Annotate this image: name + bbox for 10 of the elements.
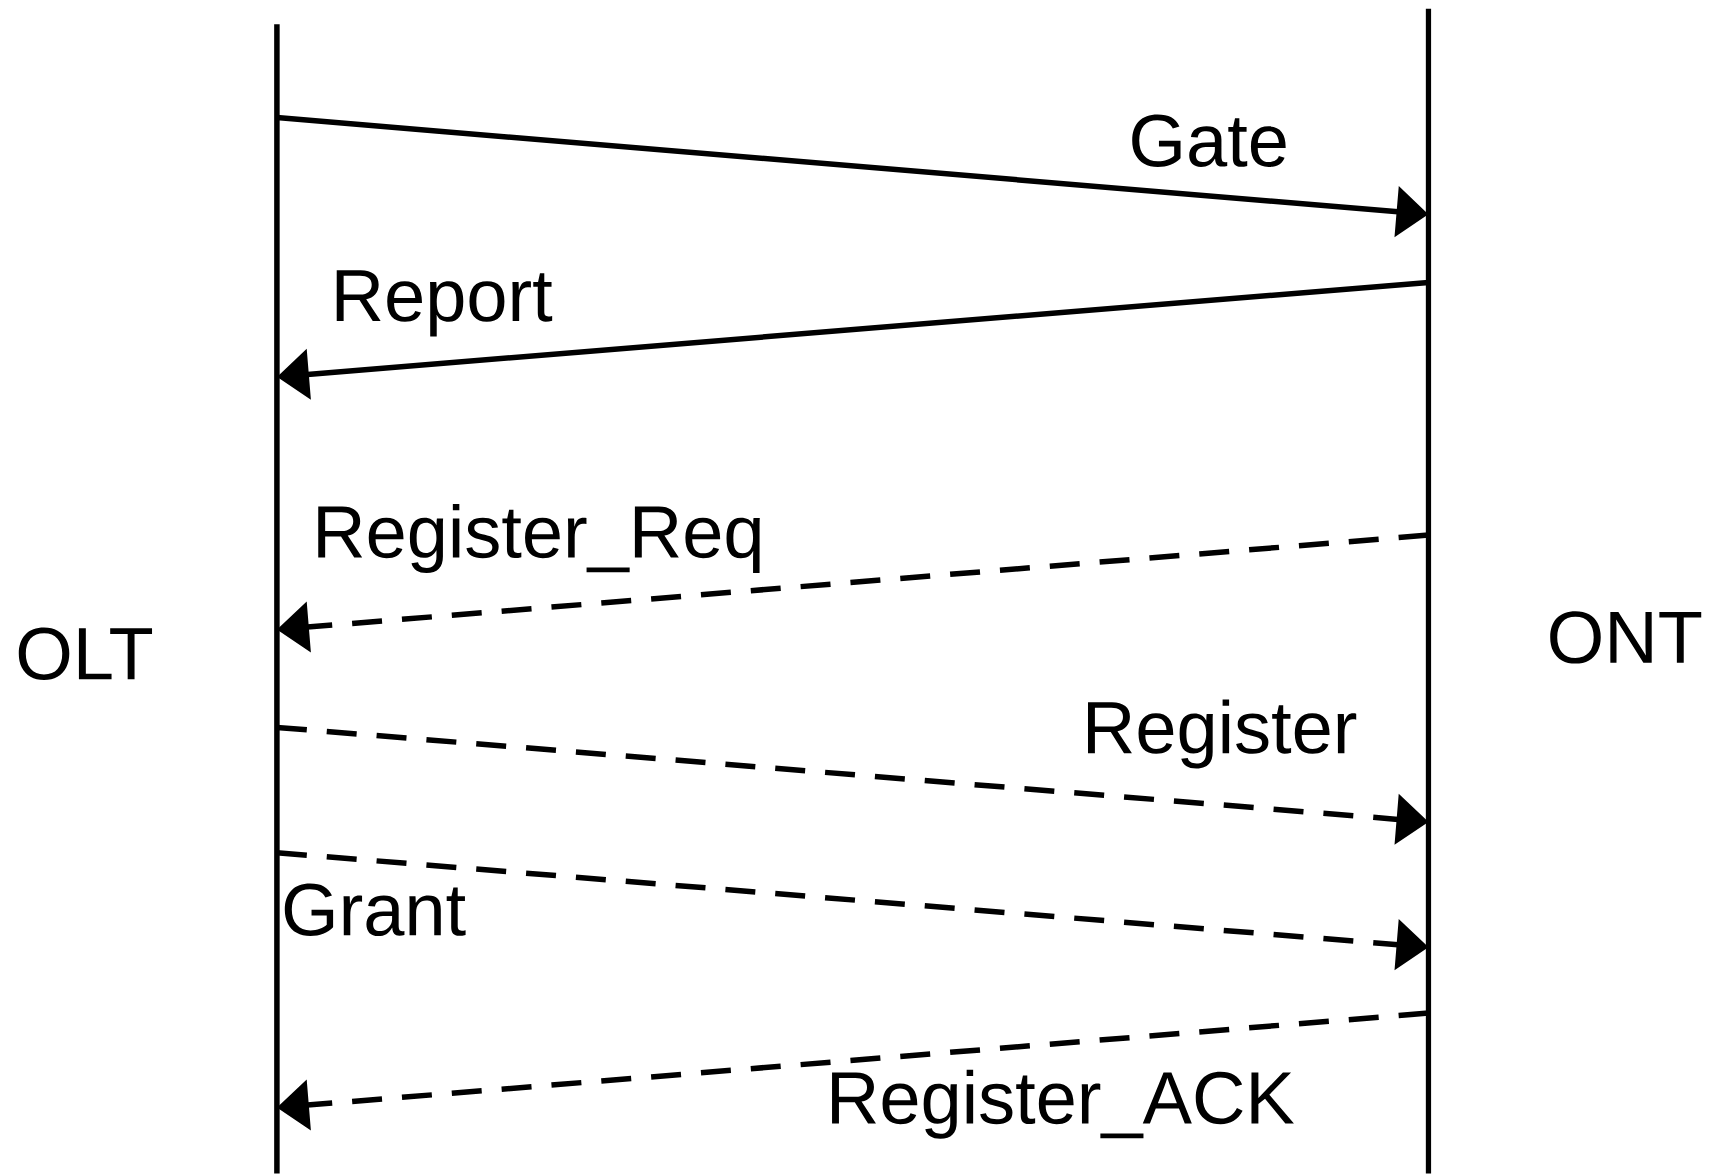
edge-label: Grant (284, 883, 466, 936)
edge-label: Gate (1132, 114, 1286, 167)
participant-label: ONT (1550, 611, 1702, 664)
lifeline (1425, 6, 1432, 1174)
participant-label: OLT (18, 627, 153, 680)
edge-label: Register_ACK (832, 1069, 1294, 1139)
edge-label: Register_Req (318, 503, 760, 573)
edge-label: Report (336, 270, 553, 337)
lifeline (274, 21, 280, 1174)
edge-label: Register (1088, 699, 1357, 769)
